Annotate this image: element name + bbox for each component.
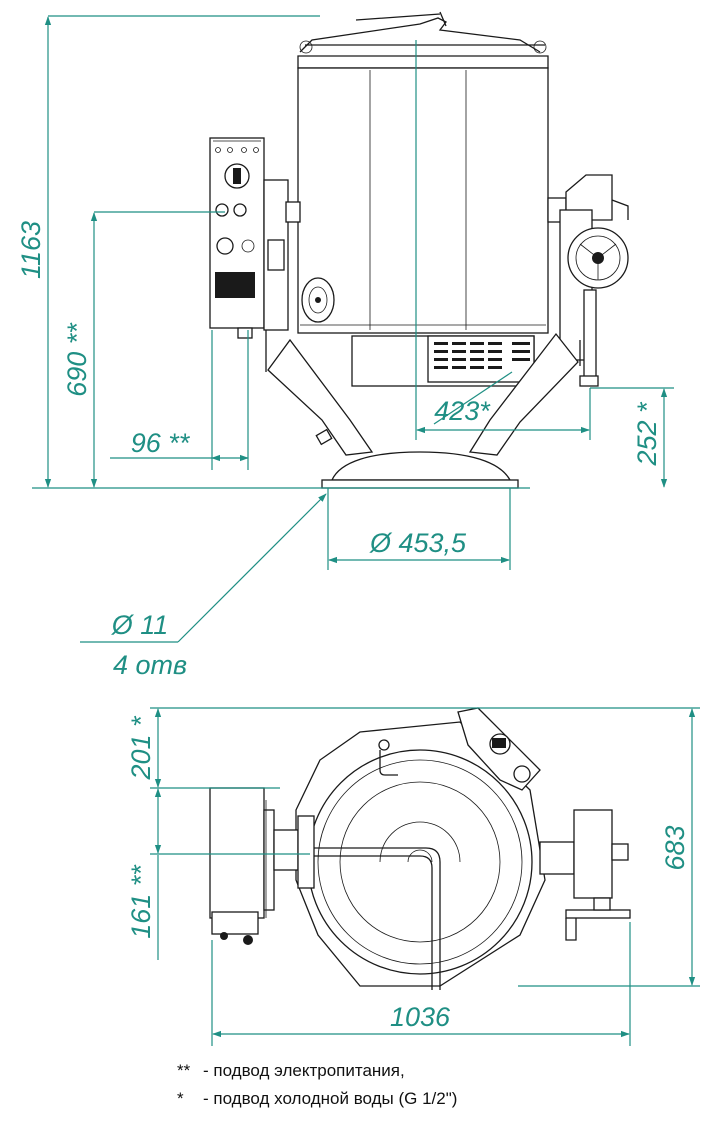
- legend-electrical: ** - подвод электропитания,: [177, 1061, 405, 1081]
- top-control-unit: [457, 707, 541, 791]
- dim-electrical-depth: 161 **: [126, 864, 156, 939]
- legend-marker: *: [177, 1089, 184, 1108]
- tilt-mechanism: [547, 174, 629, 387]
- support-legs: [265, 330, 581, 456]
- front-dimensions: 1163 690 ** 96 ** 423* 252 * Ø 453,5 Ø 1…: [16, 15, 674, 680]
- dim-total-depth: 683: [660, 825, 690, 870]
- top-left-panel: [209, 787, 315, 945]
- front-view: [209, 11, 629, 489]
- dim-electrical-height: 690 **: [62, 322, 92, 397]
- lower-compartment: [351, 335, 535, 387]
- legend-text: - подвод электропитания,: [203, 1061, 405, 1080]
- dim-total-width: 1036: [390, 1002, 451, 1032]
- legend-marker: **: [177, 1061, 191, 1080]
- legend-water: * - подвод холодной воды (G 1/2"): [177, 1089, 457, 1109]
- dim-water-height: 252 *: [632, 401, 662, 467]
- dim-water-depth: 201 *: [126, 715, 156, 781]
- top-right-mechanism: [539, 809, 631, 941]
- base-plate: [321, 451, 519, 489]
- vessel-plan: [295, 721, 546, 990]
- control-panel: [209, 137, 265, 339]
- top-view: [209, 707, 631, 990]
- dim-water-offset: 423*: [434, 396, 491, 426]
- kettle-lid: [297, 11, 549, 69]
- dim-total-height: 1163: [16, 221, 46, 279]
- kettle-body: [297, 67, 549, 334]
- dim-hole-count: 4 отв: [113, 650, 187, 680]
- dim-hole-diameter: Ø 11: [111, 610, 169, 640]
- top-dimensions: 201 * 161 ** 683 1036: [126, 707, 700, 1046]
- legend-text: - подвод холодной воды (G 1/2"): [203, 1089, 458, 1108]
- dim-electrical-offset: 96 **: [131, 428, 191, 458]
- left-pivot: [263, 179, 301, 331]
- dim-base-diameter: Ø 453,5: [369, 528, 467, 558]
